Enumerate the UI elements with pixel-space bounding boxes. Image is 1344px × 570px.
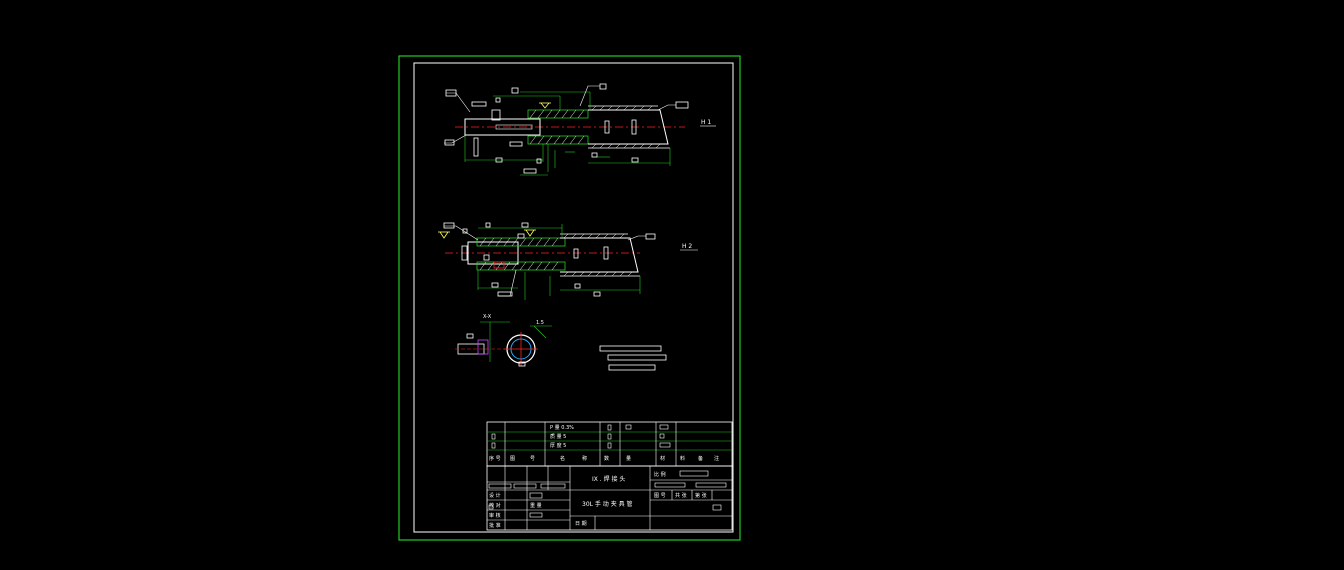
signer-1: 校 对: [489, 502, 501, 509]
drawing-title: 30L 手 动 夹 具 管: [582, 500, 633, 508]
coupling-1: [527, 109, 589, 119]
outer-frame: [398, 55, 741, 541]
hdr-9: 备: [698, 455, 703, 462]
labels-view1: [444, 83, 689, 174]
hdr-5: 数: [604, 455, 609, 462]
view1-label: H 1: [701, 119, 711, 126]
notes-block: [599, 345, 667, 371]
hdr-10: 注: [714, 455, 719, 462]
title-block[interactable]: P 量 0.3% 质 量 5 厚 度 5 序 号 图 号 名 称: [486, 421, 733, 531]
section-view[interactable]: X-X 1.5: [455, 314, 552, 367]
pipe2-right: [560, 237, 639, 273]
signer-3: 批 准: [489, 522, 501, 529]
section-label: X-X: [483, 314, 492, 320]
dims-view1: [464, 91, 671, 176]
hdr-1: 图: [510, 456, 515, 462]
signer-2: 审 核: [489, 512, 501, 519]
inner-border: [413, 62, 734, 533]
label-1: 图 号: [654, 493, 666, 499]
view-2[interactable]: H 2: [438, 222, 698, 300]
label-0: 比 例: [654, 471, 666, 478]
pipe-left: [464, 118, 541, 136]
parts-row3-c3: 厚 度 5: [550, 442, 566, 449]
hatch-top: [529, 109, 585, 119]
signer-0: 设 计: [489, 492, 501, 499]
hdr-6: 量: [626, 455, 631, 462]
hdr-2: 号: [530, 456, 535, 462]
parts-row1-c3: P 量 0.3%: [550, 424, 574, 431]
part-name: IX . 焊 接 头: [592, 475, 625, 483]
view-1[interactable]: H 1: [444, 83, 716, 176]
hdr-4: 称: [582, 455, 587, 462]
hdr-3: 名: [560, 455, 565, 462]
label-3: 第 张: [695, 492, 707, 499]
parts-row2-c3: 质 量 5: [550, 433, 566, 440]
hatch-right: [591, 105, 661, 149]
hatch-bottom: [529, 135, 585, 145]
section-dim: 1.5: [536, 320, 544, 326]
hdr-0: 序 号: [489, 455, 501, 462]
hdr-8: 料: [680, 455, 685, 462]
signer-4: 日 期: [575, 521, 587, 527]
label-4: 重 量: [530, 502, 542, 509]
label-2: 共 张: [675, 492, 687, 499]
coupling-2: [527, 135, 589, 145]
pipe2-left: [467, 241, 519, 265]
hdr-7: 材: [660, 455, 665, 462]
view2-label: H 2: [682, 243, 692, 250]
